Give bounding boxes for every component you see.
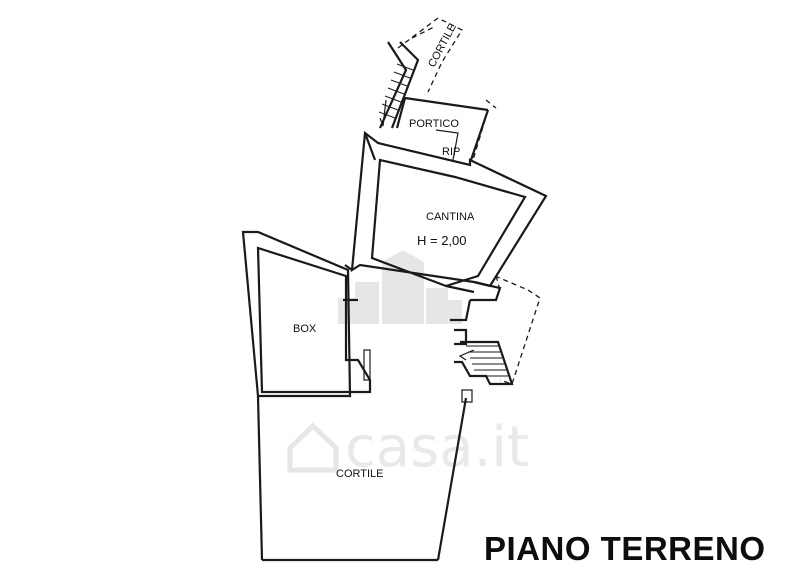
watermark-text: casa.it <box>345 415 529 480</box>
upper-stair <box>378 41 420 129</box>
label-box: BOX <box>293 323 317 335</box>
label-cantina-height: H = 2,00 <box>417 233 467 248</box>
lower-courtyard <box>256 395 468 562</box>
cantina <box>344 130 548 288</box>
label-cortile-bottom: CORTILE <box>336 468 383 480</box>
portico <box>363 96 490 161</box>
upper-courtyard <box>397 17 497 161</box>
box-room <box>241 230 372 398</box>
east-stairwell <box>445 275 541 403</box>
label-portico: PORTICO <box>409 118 459 130</box>
watermark-house-icon <box>287 422 339 473</box>
floor-title: PIANO TERRENO <box>484 530 766 567</box>
watermark-building-icon <box>338 250 462 324</box>
watermark: casa.it <box>287 250 529 480</box>
label-rip: RIP <box>442 146 460 158</box>
label-cantina: CANTINA <box>426 211 475 223</box>
